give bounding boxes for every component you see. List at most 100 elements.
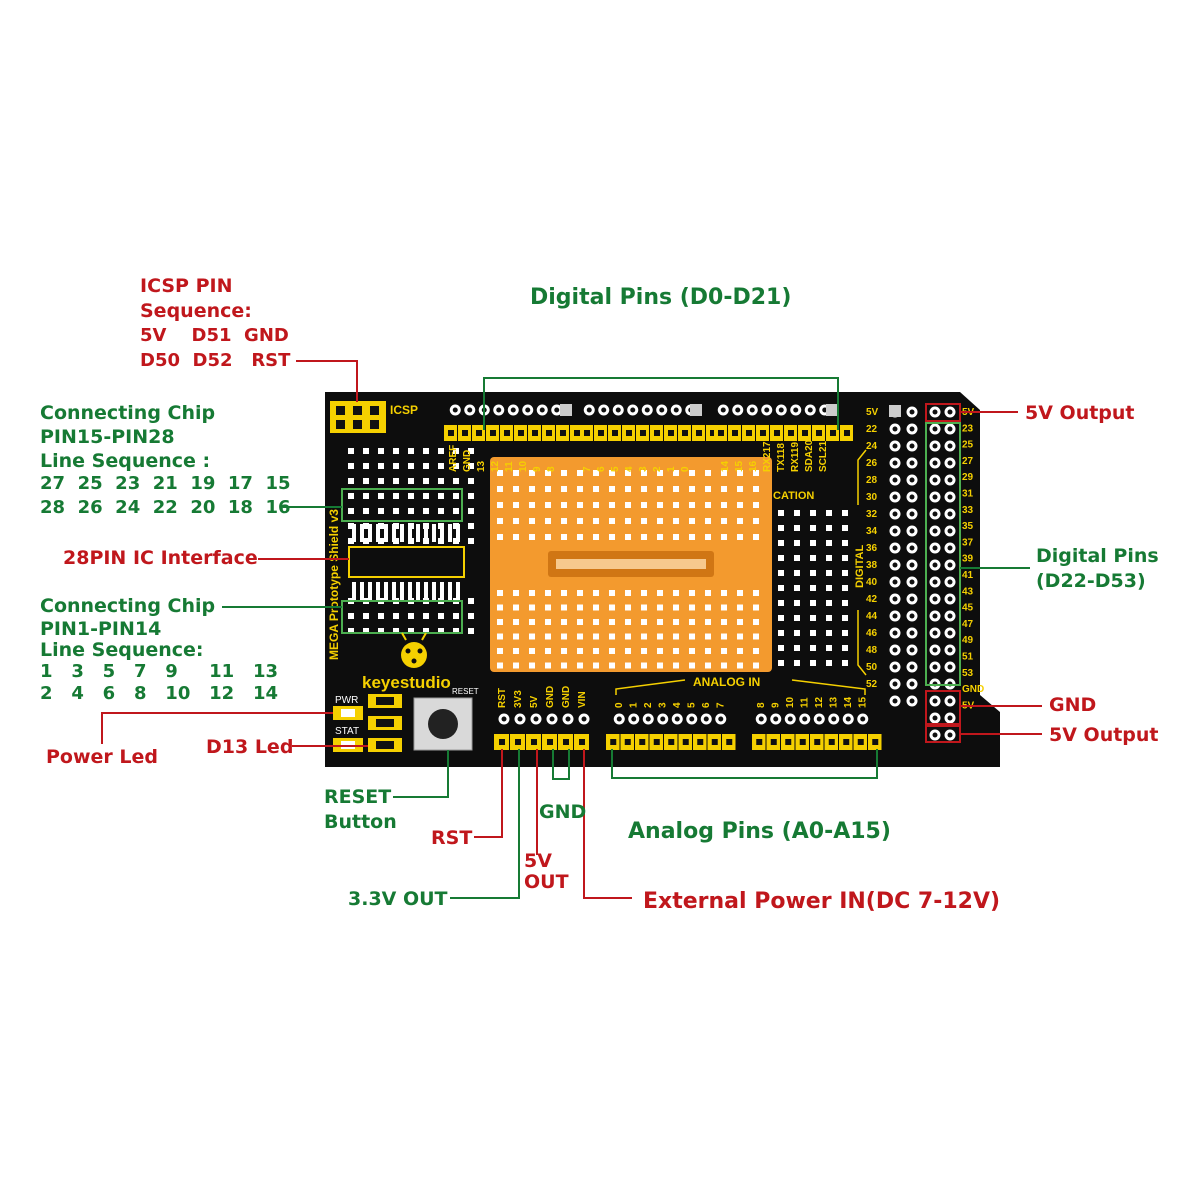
v33-out-label: 3.3V OUT: [348, 888, 448, 910]
right-pin-label: 51: [962, 652, 974, 663]
digital-vertical-label: DIGITAL: [854, 545, 866, 588]
top-pin-label: SDA20: [804, 439, 815, 472]
right-pin-label: 36: [866, 543, 878, 554]
icsp-row2: D50 D52 RST: [140, 350, 291, 371]
right-pin-label: 52: [866, 679, 878, 690]
top-pin-label: 9: [532, 466, 543, 472]
breadboard-channel-inner: [556, 559, 706, 569]
right-pin-label: 50: [866, 662, 878, 673]
top-pin-label: 1: [666, 466, 677, 472]
top-pin-label: RX119: [790, 442, 801, 472]
top-pin-label: 8: [546, 466, 557, 472]
reset-button-label-1: RESET: [324, 786, 392, 808]
analog-pin-label: 4: [672, 702, 683, 708]
callout-lines: [101, 360, 1042, 899]
analog-in-board-label: ANALOG IN: [693, 675, 760, 689]
reset-button-label-2: Button: [324, 811, 397, 833]
right-pin-label: 27: [962, 456, 974, 467]
external-power-label: External Power IN(DC 7-12V): [643, 889, 1001, 914]
chip-lower-row2: 2 4 6 8 10 12 14: [40, 683, 279, 704]
pin-headers: [444, 404, 956, 750]
right-pin-label: 41: [962, 570, 974, 581]
right-pin-label: 22: [866, 424, 878, 435]
analog-pin-label: 12: [814, 696, 825, 708]
right-pin-label: 24: [866, 441, 878, 452]
right-pin-label: 47: [962, 619, 974, 630]
v5-out-label-2: OUT: [524, 871, 569, 893]
top-pin-label: 10: [518, 460, 529, 472]
d13-led-label: D13 Led: [206, 736, 294, 758]
right-pin-label: 48: [866, 645, 878, 656]
right-pin-label: 40: [866, 577, 878, 588]
top-pin-label: 0: [680, 466, 691, 472]
top-pin-label: RX217: [762, 441, 773, 472]
right-pin-label: 5V: [866, 407, 879, 418]
top-pin-label: 6: [596, 466, 607, 472]
v5-out-label-1: 5V: [524, 850, 552, 872]
right-pin-label: 28: [866, 475, 878, 486]
right-pin-label: 29: [962, 472, 974, 483]
stat-board-label: STAT: [335, 726, 359, 737]
gnd-right-label: GND: [1049, 694, 1097, 716]
chip-upper-box: [341, 488, 463, 522]
right-pin-label: 34: [866, 526, 878, 537]
chip-lower-title: Connecting Chip: [40, 595, 216, 617]
icsp-title: ICSP PIN: [140, 275, 233, 297]
right-pin-label: 49: [962, 635, 974, 646]
right-pin-label: 38: [866, 560, 878, 571]
power-led-label: Power Led: [46, 746, 158, 768]
right-pin-label: 45: [962, 603, 974, 614]
top-pin-label: GND: [462, 450, 473, 472]
power-pin-label: GND: [561, 686, 572, 708]
reset-button-cap: [428, 709, 458, 739]
ic-interface-label: 28PIN IC Interface: [63, 547, 258, 569]
analog-pin-label: 11: [800, 697, 811, 708]
analog-pin-label: 13: [829, 696, 840, 708]
chip-upper-seq-label: Line Sequence :: [40, 450, 211, 472]
ic-legs: [352, 524, 460, 600]
top-pin-label: SCL21: [818, 440, 829, 472]
right-pin-label: GND: [962, 684, 984, 695]
top-pin-label: 2: [652, 466, 663, 472]
power-pin-label: GND: [545, 686, 556, 708]
top-pin-label: 14: [720, 460, 731, 472]
analog-pin-label: 14: [843, 696, 854, 708]
analog-pin-label: 2: [643, 702, 654, 708]
brand-logo-text: keyestudio: [362, 673, 451, 692]
power-pin-label: VIN: [577, 691, 588, 708]
analog-pins-label: Analog Pins (A0-A15): [628, 819, 891, 844]
pwr-board-label: PWR: [335, 695, 358, 706]
chip-lower-range: PIN1-PIN14: [40, 618, 162, 640]
rst-label: RST: [431, 827, 473, 849]
right-pin-label: 35: [962, 521, 974, 532]
top-pin-label: TX118: [776, 443, 787, 472]
right-pin-label: 42: [866, 594, 878, 605]
analog-pin-label: 15: [858, 696, 869, 708]
chip-lower-row1: 1 3 5 7 9 11 13: [40, 661, 279, 682]
chip-upper-row1: 27 25 23 21 19 17 15: [40, 473, 291, 494]
top-pin-label: 4: [624, 466, 635, 472]
keyestudio-logo: [401, 632, 427, 668]
analog-pin-label: 10: [785, 696, 796, 708]
top-pin-label: 3: [638, 466, 649, 472]
right-pin-label: 32: [866, 509, 878, 520]
communication-board-label: CATION: [773, 490, 814, 502]
right-pin-label: 31: [962, 489, 974, 500]
top-pin-label: 7: [582, 466, 593, 472]
top-pin-label: 5: [610, 466, 621, 472]
chip-upper-row2: 28 26 24 22 20 18 16: [40, 497, 291, 518]
digital-top-label: Digital Pins (D0-D21): [530, 285, 792, 310]
right-pin-label: 39: [962, 554, 974, 565]
power-pin-label: RST: [497, 688, 508, 708]
reset-board-label: RESET: [452, 687, 479, 696]
top-pin-label: 11: [504, 461, 515, 472]
digital-right-label-1: Digital Pins: [1036, 545, 1159, 567]
analog-pin-label: 0: [614, 702, 625, 708]
analog-pin-label: 1: [629, 702, 640, 708]
top-pin-label: 15: [734, 460, 745, 472]
icsp-subtitle: Sequence:: [140, 300, 252, 322]
gnd-bottom-label: GND: [539, 801, 587, 823]
right-pin-label: 53: [962, 668, 974, 679]
